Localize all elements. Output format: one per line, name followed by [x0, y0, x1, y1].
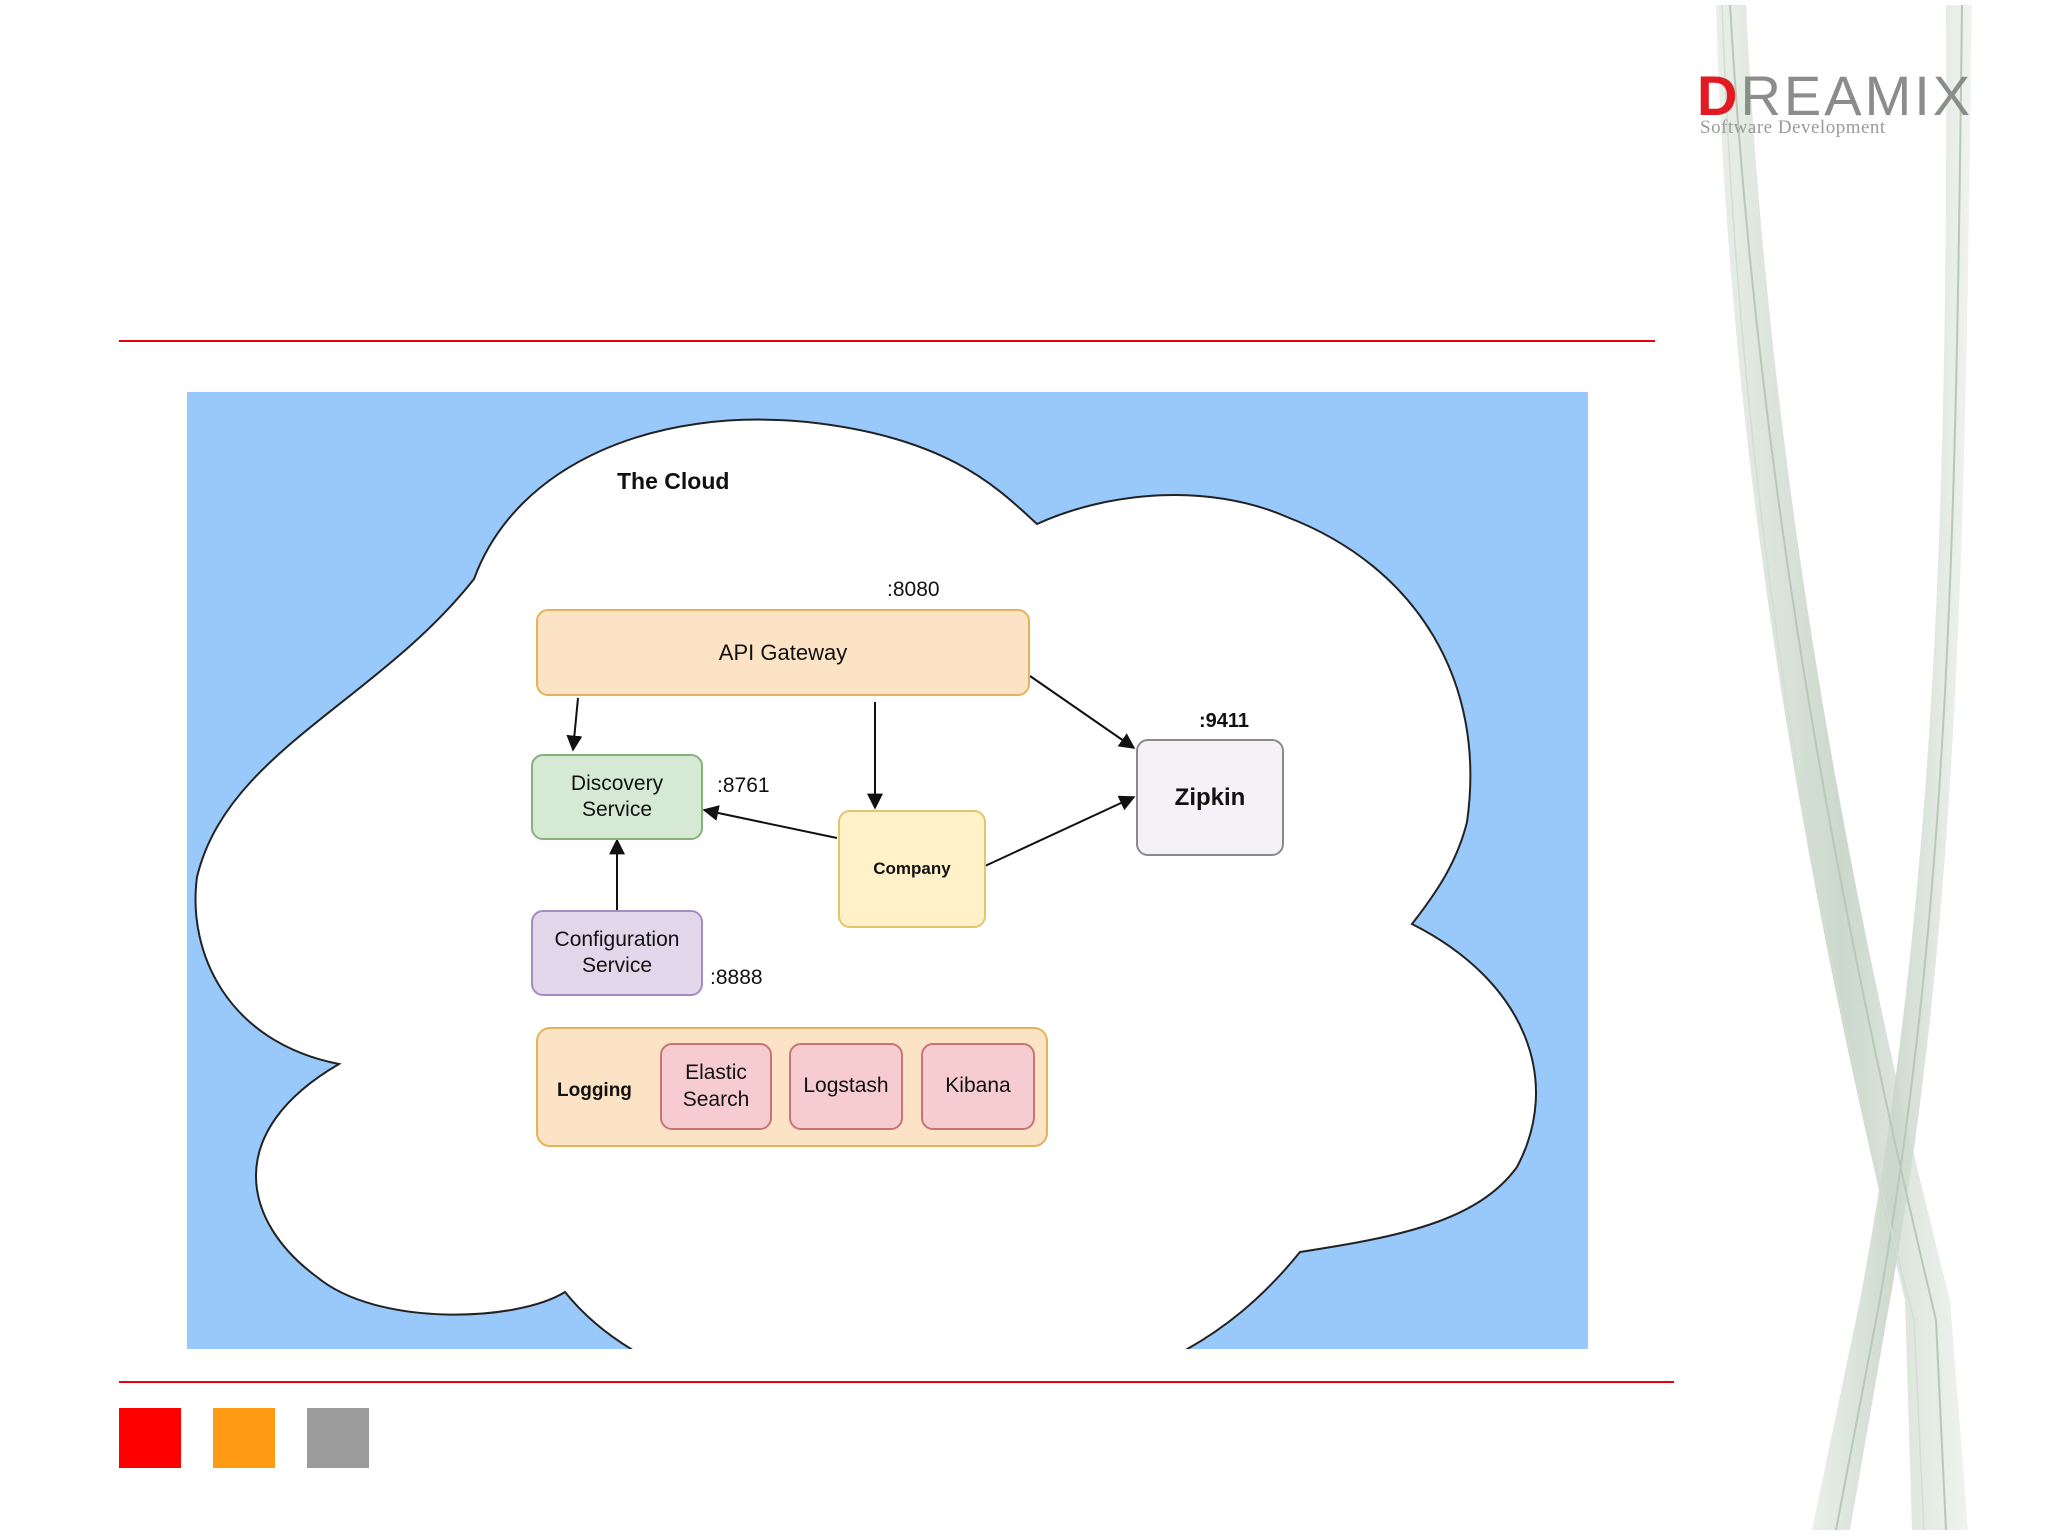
- dreamix-logo: DREAMIX Software Development: [1697, 68, 1997, 148]
- kibana-node: Kibana: [921, 1043, 1035, 1130]
- configuration-service-node: Configuration Service: [531, 910, 703, 996]
- edge-company-to-discovery: [702, 805, 838, 839]
- logo-wordmark: DREAMIX: [1697, 68, 1973, 124]
- edge-gateway-to-discovery: [566, 697, 583, 752]
- configuration-service-port: :8888: [710, 966, 763, 989]
- kibana-label: Kibana: [945, 1074, 1011, 1098]
- bottom-separator-line: [119, 1381, 1674, 1383]
- footer-square-gray: [307, 1408, 369, 1468]
- elastic-search-label-line1: Elastic: [685, 1061, 747, 1085]
- company-label: Company: [873, 859, 951, 879]
- architecture-diagram: The Cloud :8080 API Gateway Discovery Se…: [187, 392, 1588, 1349]
- edge-gateway-to-zipkin: [1029, 675, 1136, 749]
- logo-wordmark-rest: REAMIX: [1740, 64, 1974, 127]
- elastic-search-label-line2: Search: [682, 1087, 750, 1111]
- footer-square-red: [119, 1408, 181, 1468]
- configuration-service-label-line1: Configuration: [554, 927, 680, 951]
- logstash-label: Logstash: [803, 1074, 889, 1098]
- api-gateway-port: :8080: [887, 578, 940, 601]
- logo-wordmark-initial: D: [1697, 64, 1741, 127]
- zipkin-port: :9411: [1199, 710, 1250, 732]
- api-gateway-node: API Gateway: [536, 609, 1030, 696]
- logstash-node: Logstash: [789, 1043, 903, 1130]
- zipkin-node: Zipkin: [1136, 739, 1284, 856]
- company-node: Company: [838, 810, 986, 928]
- discovery-service-label-line1: Discovery: [570, 771, 664, 795]
- edge-company-to-zipkin: [984, 795, 1136, 867]
- logo-tagline: Software Development: [1700, 117, 1886, 138]
- discovery-service-node: Discovery Service: [531, 754, 703, 840]
- cloud-title: The Cloud: [617, 468, 730, 494]
- discovery-service-label-line2: Service: [581, 798, 653, 821]
- logging-label: Logging: [557, 1080, 632, 1101]
- discovery-service-port: :8761: [717, 774, 770, 797]
- api-gateway-label: API Gateway: [718, 639, 848, 665]
- configuration-service-label-line2: Service: [581, 954, 653, 977]
- decorative-ribbon: [1716, 4, 1972, 1531]
- zipkin-label: Zipkin: [1174, 783, 1246, 811]
- elastic-search-node: Elastic Search: [660, 1043, 772, 1130]
- footer-square-orange: [213, 1408, 275, 1468]
- top-separator-line: [119, 340, 1655, 342]
